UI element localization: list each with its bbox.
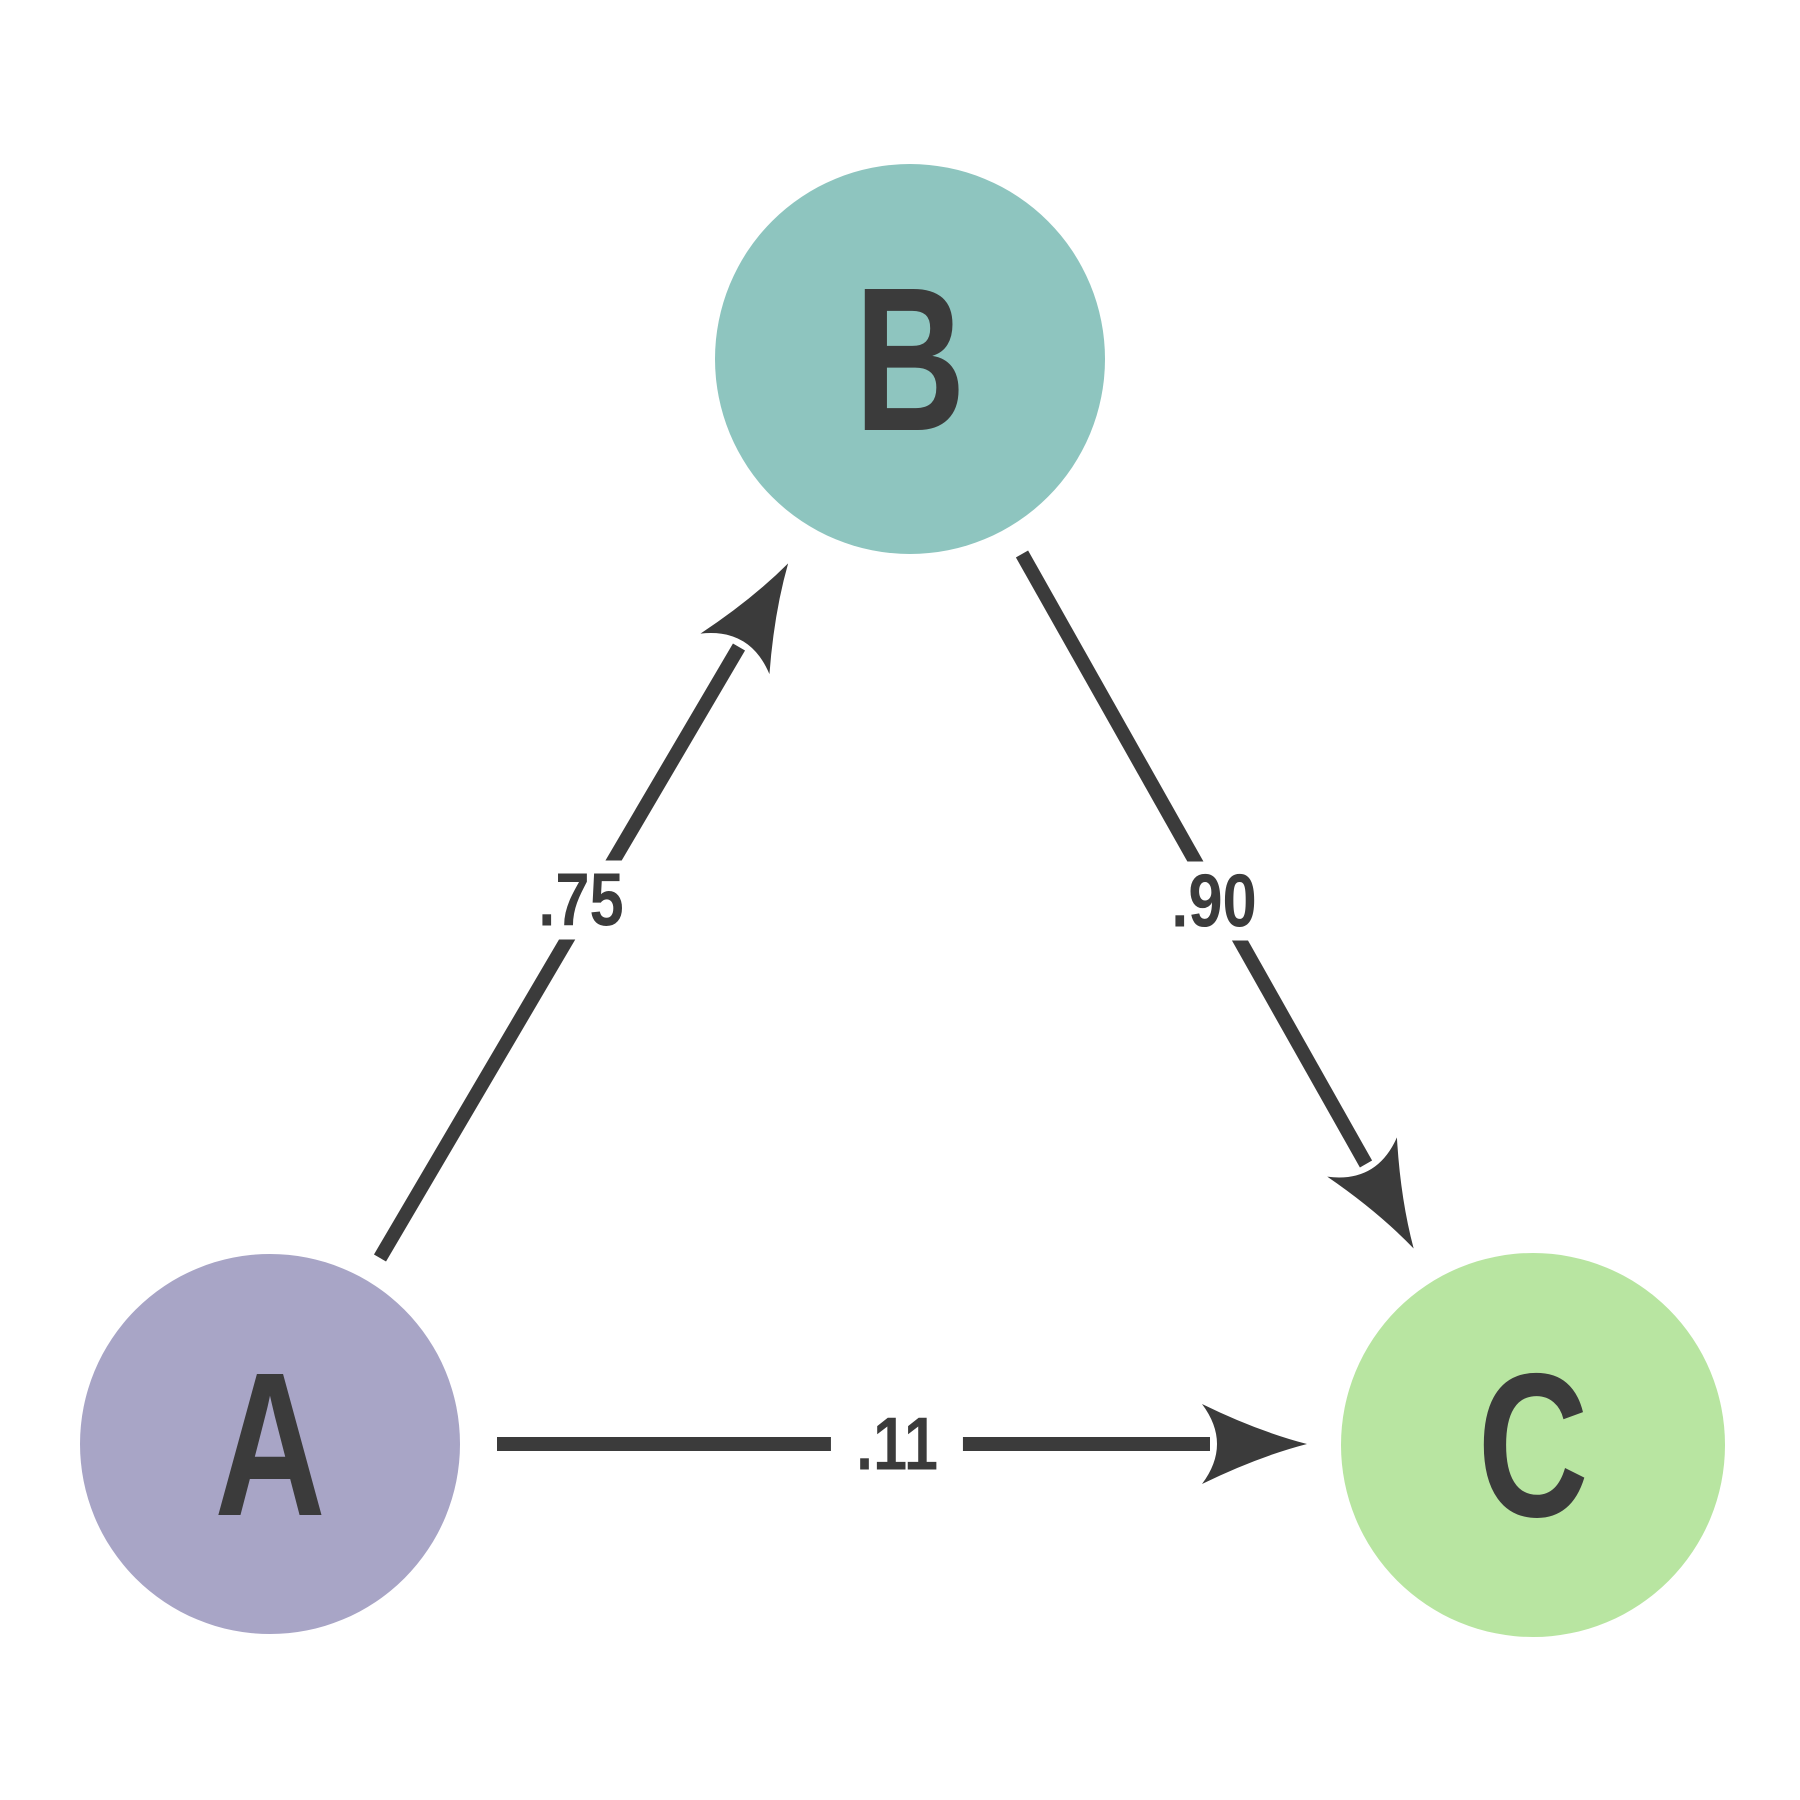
node-b-label: B bbox=[854, 244, 966, 474]
node-c: C bbox=[1341, 1253, 1725, 1637]
node-b: B bbox=[715, 164, 1105, 554]
edge-weight-b-c: .90 bbox=[1171, 858, 1257, 943]
edge-label-a-b: .75 bbox=[512, 857, 650, 942]
edge-b-c bbox=[1015, 550, 1414, 1249]
edge-weight-a-c: .11 bbox=[855, 1401, 939, 1486]
edge-label-b-c: .90 bbox=[1145, 858, 1283, 943]
edge-label-a-c: .11 bbox=[830, 1401, 964, 1486]
node-c-label: C bbox=[1477, 1330, 1589, 1560]
node-a-label: A bbox=[214, 1329, 326, 1559]
edge-weight-a-b: .75 bbox=[538, 857, 624, 942]
edge-a-b bbox=[373, 563, 789, 1262]
node-a: A bbox=[80, 1254, 460, 1634]
